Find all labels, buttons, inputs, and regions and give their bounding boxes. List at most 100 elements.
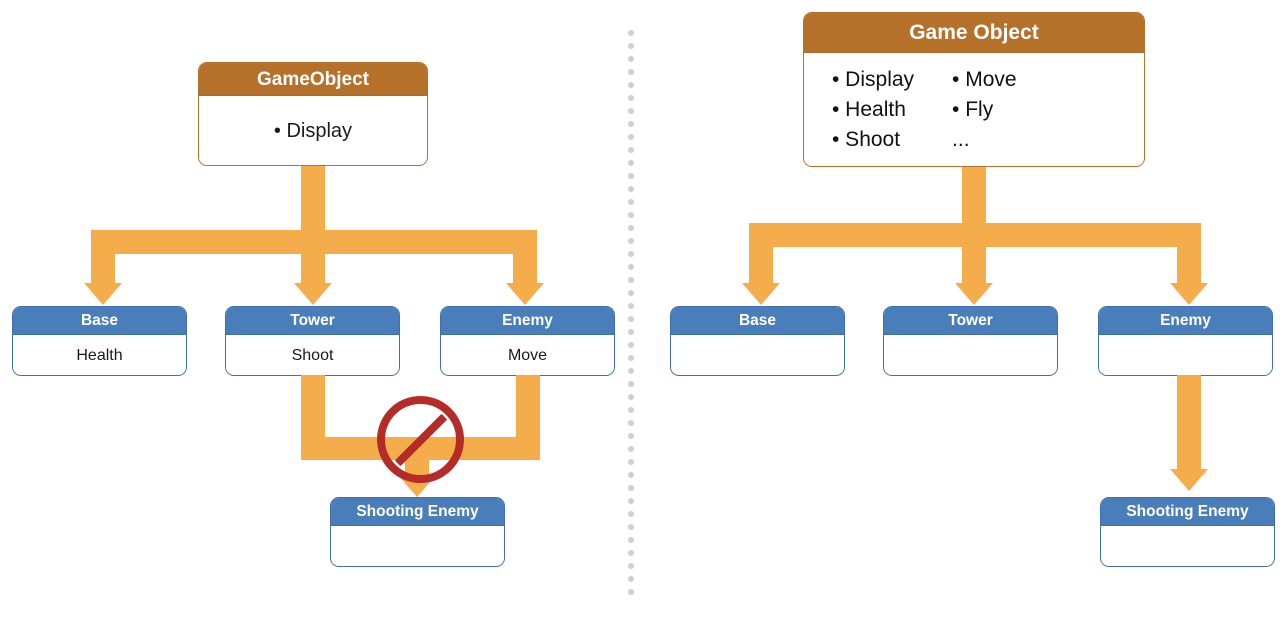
divider-dot [628, 121, 634, 127]
bullet-item: ... [952, 127, 970, 151]
divider-dot [628, 563, 634, 569]
divider-dot [628, 459, 634, 465]
divider-dot [628, 277, 634, 283]
divider-dot [628, 43, 634, 49]
bullet-item: • Display [832, 68, 915, 92]
divider-dot [628, 498, 634, 504]
left-node-shooting-enemy-title: Shooting Enemy [331, 498, 504, 526]
left-branch-stem-tower [301, 230, 325, 285]
bullet-item: • Move [952, 68, 1017, 92]
divider-dot [628, 394, 634, 400]
right-branch-stem-enemy [1177, 223, 1201, 285]
prohibition-slash [394, 413, 447, 466]
divider-dot [628, 316, 634, 322]
divider-dot [628, 173, 634, 179]
divider-dot [628, 368, 634, 374]
divider-dot [628, 329, 634, 335]
left-root-body: • Display [199, 96, 427, 165]
left-arrow-to-tower [294, 283, 332, 305]
right-root-bullet-columns: • Display • Health • Shoot • Move • Fly … [832, 65, 1017, 154]
divider-dot [628, 134, 634, 140]
divider-dot [628, 238, 634, 244]
divider-dot [628, 589, 634, 595]
divider-dot [628, 264, 634, 270]
divider-dot [628, 420, 634, 426]
right-branch-stem-base [749, 223, 773, 285]
right-node-shooting-enemy-title: Shooting Enemy [1101, 498, 1274, 526]
right-root-body: • Display • Health • Shoot • Move • Fly … [804, 53, 1144, 166]
divider-dot [628, 160, 634, 166]
left-node-base[interactable]: Base Health [12, 306, 187, 376]
divider-dot [628, 225, 634, 231]
divider-dot [628, 56, 634, 62]
left-node-base-body: Health [13, 335, 186, 375]
right-node-enemy-title: Enemy [1099, 307, 1272, 335]
divider-dot [628, 82, 634, 88]
divider-dot [628, 69, 634, 75]
right-arrow-to-enemy [1170, 283, 1208, 305]
divider-dot [628, 524, 634, 530]
bullet-item: • Fly [952, 98, 994, 122]
divider-dot [628, 303, 634, 309]
left-node-tower-title: Tower [226, 307, 399, 335]
right-node-base-title: Base [671, 307, 844, 335]
right-node-tower-body [884, 335, 1057, 375]
divider-dot [628, 199, 634, 205]
right-root-node-gameobject[interactable]: Game Object • Display • Health • Shoot •… [803, 12, 1145, 167]
divider-dot [628, 95, 634, 101]
bullet-item: • Shoot [832, 127, 901, 151]
divider-dot [628, 472, 634, 478]
right-branch-stem-tower [962, 223, 986, 285]
divider-dot [628, 355, 634, 361]
divider-dot [628, 485, 634, 491]
right-root-bullets-column-2: • Move • Fly ... [952, 65, 1017, 154]
divider-dot [628, 407, 634, 413]
divider-dot [628, 550, 634, 556]
right-arrow-to-shooting-enemy [1170, 469, 1208, 491]
left-node-enemy[interactable]: Enemy Move [440, 306, 615, 376]
left-node-shooting-enemy[interactable]: Shooting Enemy [330, 497, 505, 567]
left-node-tower[interactable]: Tower Shoot [225, 306, 400, 376]
right-node-base-body [671, 335, 844, 375]
vertical-dotted-divider [628, 30, 634, 630]
left-branch-stem-base [91, 230, 115, 285]
left-root-node-gameobject[interactable]: GameObject • Display [198, 62, 428, 166]
left-arrow-to-enemy [506, 283, 544, 305]
left-arrow-to-base [84, 283, 122, 305]
divider-dot [628, 147, 634, 153]
right-node-shooting-enemy-body [1101, 526, 1274, 566]
left-node-enemy-title: Enemy [441, 307, 614, 335]
right-node-tower-title: Tower [884, 307, 1057, 335]
left-node-enemy-body: Move [441, 335, 614, 375]
divider-dot [628, 186, 634, 192]
divider-dot [628, 381, 634, 387]
divider-dot [628, 446, 634, 452]
prohibition-icon [377, 396, 464, 483]
right-node-enemy-body [1099, 335, 1272, 375]
left-merge-stem-tower [301, 375, 325, 437]
left-node-shooting-enemy-body [331, 526, 504, 566]
left-node-tower-body: Shoot [226, 335, 399, 375]
divider-dot [628, 511, 634, 517]
right-node-enemy[interactable]: Enemy [1098, 306, 1273, 376]
right-node-tower[interactable]: Tower [883, 306, 1058, 376]
divider-dot [628, 30, 634, 36]
divider-dot [628, 433, 634, 439]
bullet-item: • Health [832, 98, 906, 122]
divider-dot [628, 108, 634, 114]
right-root-title: Game Object [804, 13, 1144, 53]
divider-dot [628, 537, 634, 543]
divider-dot [628, 576, 634, 582]
right-arrow-to-tower [955, 283, 993, 305]
divider-dot [628, 251, 634, 257]
left-root-title: GameObject [199, 63, 427, 96]
right-node-shooting-enemy[interactable]: Shooting Enemy [1100, 497, 1275, 567]
left-merge-stem-enemy [516, 375, 540, 437]
right-root-bullets-column-1: • Display • Health • Shoot [832, 65, 914, 154]
divider-dot [628, 212, 634, 218]
left-node-base-title: Base [13, 307, 186, 335]
right-node-base[interactable]: Base [670, 306, 845, 376]
right-arrow-to-base [742, 283, 780, 305]
left-trunk-connector [301, 166, 325, 242]
